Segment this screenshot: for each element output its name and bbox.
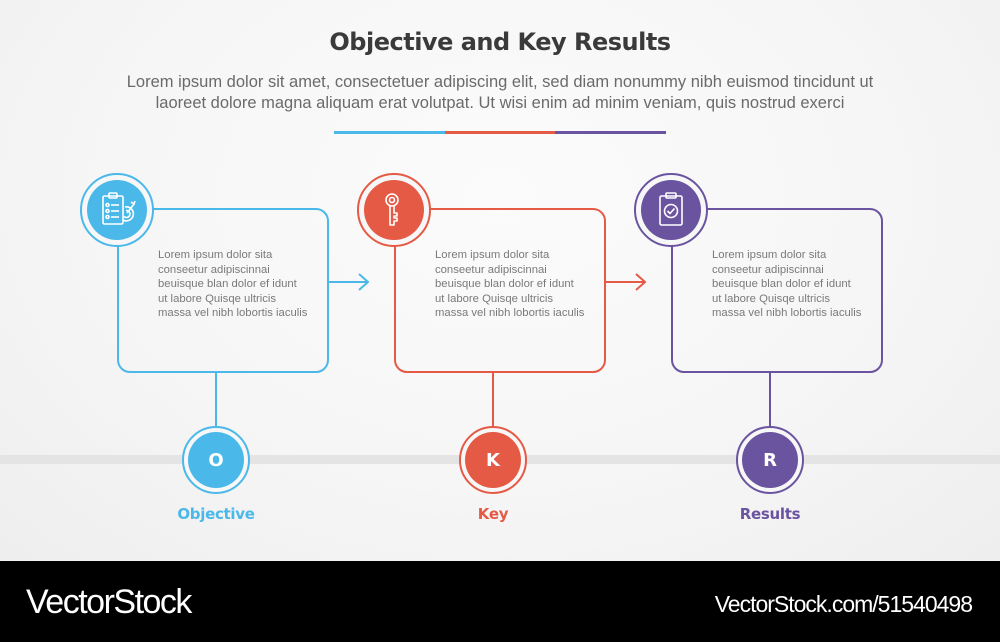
- watermark-brand: VectorStock: [26, 583, 192, 621]
- results-description: Lorem ipsum dolor sita conseetur adipisc…: [712, 249, 862, 319]
- subtitle-line-1: Lorem ipsum dolor sit amet, consectetuer…: [126, 73, 874, 91]
- key-label: Key: [477, 505, 509, 523]
- key-icon: [385, 193, 399, 226]
- objective-label: Objective: [177, 505, 255, 523]
- results-letter: R: [742, 432, 798, 488]
- objective-letter: O: [188, 432, 244, 488]
- objective-icon-badge: [80, 173, 154, 247]
- objective-box: [117, 208, 329, 373]
- key-icon-badge: [357, 173, 431, 247]
- clipboard-target-icon: [102, 192, 136, 225]
- page-title: Objective and Key Results: [329, 28, 671, 56]
- objective-letter-badge: O: [182, 426, 250, 494]
- objective-description: Lorem ipsum dolor sita conseetur adipisc…: [158, 249, 308, 319]
- key-connector: [492, 373, 494, 428]
- objective-connector: [215, 373, 217, 428]
- key-letter: K: [465, 432, 521, 488]
- watermark-reference: VectorStock.com/51540498: [714, 591, 973, 617]
- divider-segment-objective: [334, 131, 445, 134]
- watermark-bar: VectorStock VectorStock.com/51540498: [0, 561, 1000, 642]
- divider-segment-results: [555, 131, 667, 134]
- results-letter-badge: R: [736, 426, 804, 494]
- tricolor-divider: [334, 131, 667, 134]
- results-label: Results: [739, 505, 801, 523]
- key-box: [394, 208, 606, 373]
- divider-segment-key: [444, 131, 556, 134]
- subtitle-line-2: laoreet dolore magna aliquam erat volutp…: [155, 94, 845, 112]
- results-box: [671, 208, 883, 373]
- clipboard-check-icon: [659, 192, 683, 226]
- results-connector: [769, 373, 771, 428]
- arrow-right-icon: [329, 273, 370, 291]
- key-description: Lorem ipsum dolor sita conseetur adipisc…: [435, 249, 585, 319]
- results-icon-badge: [634, 173, 708, 247]
- arrow-right-icon: [606, 273, 647, 291]
- key-letter-badge: K: [459, 426, 527, 494]
- page-subtitle: Lorem ipsum dolor sit amet, consectetuer…: [60, 72, 940, 114]
